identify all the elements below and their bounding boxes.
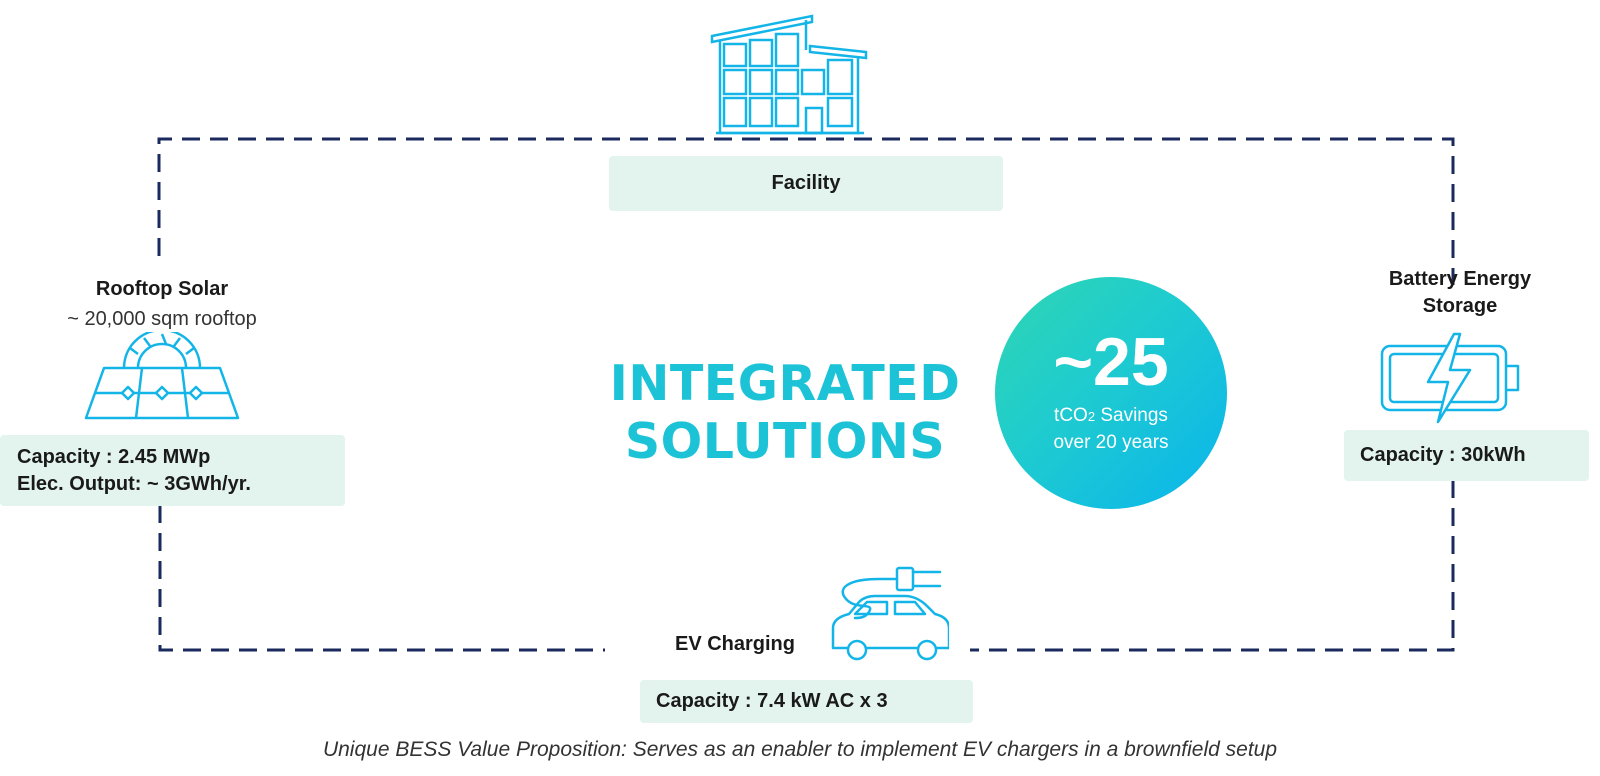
battery-title-line2: Storage <box>1422 295 1498 317</box>
solar-capacity-box: Capacity : 2.45 MWp Elec. Output: ~ 3GWh… <box>0 435 345 506</box>
solar-capacity: Capacity : 2.45 MWp <box>17 446 211 468</box>
savings-value: ~25 <box>1053 324 1169 400</box>
solar-output: Elec. Output: ~ 3GWh/yr. <box>17 473 251 495</box>
battery-capacity: Capacity : 30kWh <box>1360 444 1526 466</box>
integrated-solutions-title: INTEGRATED SOLUTIONS <box>560 355 1010 471</box>
savings-unit-suffix: Savings <box>1095 405 1168 426</box>
solar-subtitle: ~ 20,000 sqm rooftop <box>67 308 257 330</box>
frame-left-bottom <box>158 505 605 652</box>
facility-label: Facility <box>771 172 841 194</box>
ev-capacity: Capacity : 7.4 kW AC x 3 <box>656 690 888 712</box>
frame-top <box>157 137 1455 285</box>
ev-capacity-box: Capacity : 7.4 kW AC x 3 <box>640 680 973 723</box>
savings-unit-sub: 2 <box>1087 409 1096 424</box>
footer-caption: Unique BESS Value Proposition: Serves as… <box>322 738 1278 761</box>
battery-title-line1: Battery Energy <box>1388 268 1532 290</box>
battery-title: Battery Energy Storage <box>1350 266 1570 320</box>
solar-title: Rooftop Solar <box>95 278 229 300</box>
savings-unit-prefix: tCO <box>1054 405 1088 426</box>
facility-box: Facility <box>609 156 1003 211</box>
savings-unit: tCO2 Savings <box>995 403 1227 430</box>
battery-capacity-box: Capacity : 30kWh <box>1344 430 1589 481</box>
savings-circle: ~25 tCO2 Savings over 20 years <box>995 277 1227 509</box>
ev-title: EV Charging <box>674 633 795 655</box>
integrated-line2: SOLUTIONS <box>624 413 946 470</box>
building-icon <box>710 14 868 135</box>
integrated-line1: INTEGRATED <box>609 355 961 412</box>
savings-period: over 20 years <box>1053 432 1169 453</box>
solar-panel-icon <box>84 332 240 420</box>
battery-icon <box>1380 332 1520 424</box>
frame-right-bottom <box>970 480 1455 652</box>
ev-car-icon <box>831 566 949 661</box>
